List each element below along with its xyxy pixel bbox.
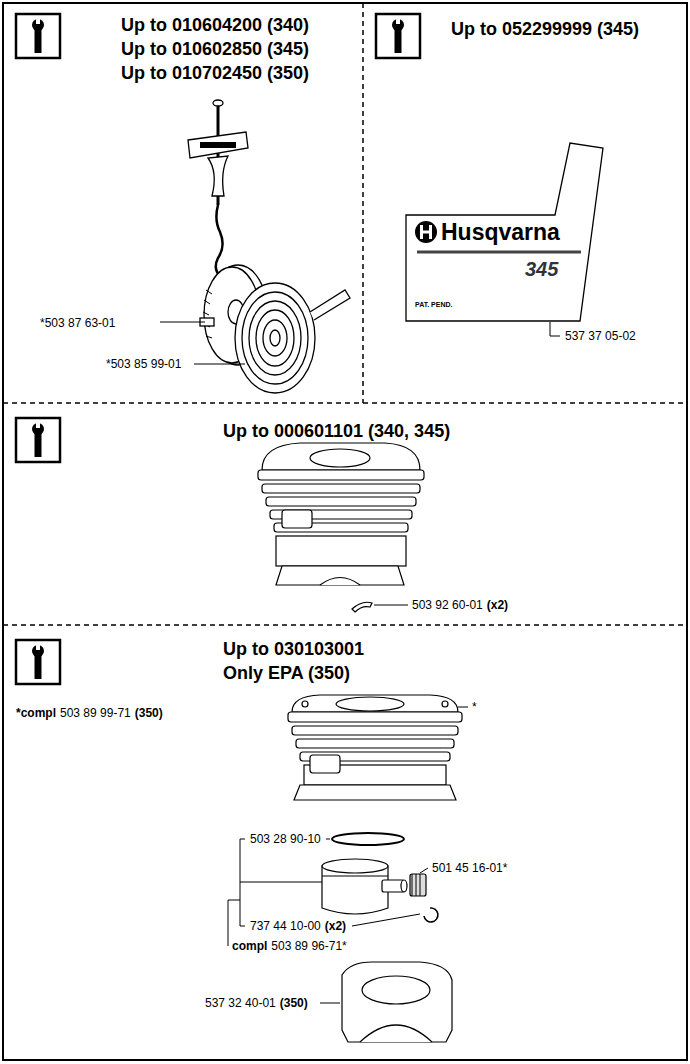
wrench-icon <box>16 418 60 462</box>
starter-drawing <box>160 100 350 393</box>
leader-line <box>550 322 560 336</box>
part-number: 537 37 05-02 <box>565 329 636 343</box>
part-number: 537 32 40-01 <box>205 996 276 1010</box>
cylinder-drawing <box>258 443 424 612</box>
part-number: *compl <box>16 706 56 720</box>
wrench-icon <box>376 14 420 58</box>
part-number: 737 44 10-00 <box>250 919 321 933</box>
serial-heading: Up to 010602850 (345) <box>121 37 309 61</box>
label-row: 537 37 05-02 <box>565 329 636 343</box>
serial-heading: Up to 030103001 <box>223 637 364 661</box>
part-number: compl <box>232 939 267 953</box>
part-number: 501 45 16-01* <box>432 861 507 875</box>
serial-heading: Up to 052299999 (345) <box>451 17 639 41</box>
revision-panel: Up to 052299999 (345) Husqvarna 345PAT. PE… <box>363 3 687 403</box>
part-number: (x2) <box>325 919 346 933</box>
serial-heading: Up to 000601101 (340, 345) <box>223 419 450 443</box>
service-icons <box>16 14 420 684</box>
part-number: * <box>472 700 477 714</box>
revision-panel: Up to 000601101 (340, 345) <box>3 403 687 625</box>
label-row: compl 503 89 96-71* <box>232 939 347 953</box>
part-number: 503 92 60-01 <box>412 598 483 612</box>
revision-panel: Up to 030103001Only EPA (350) <box>3 625 687 1060</box>
label-row: *503 87 63-01 <box>40 316 115 330</box>
revision-panel: Up to 010604200 (340)Up to 010602850 (34… <box>3 3 363 403</box>
wrench-icon <box>16 640 60 684</box>
label-row: 737 44 10-00 (x2) <box>250 919 346 933</box>
divider <box>3 402 687 404</box>
heading-block: Up to 030103001Only EPA (350) <box>223 637 364 685</box>
part-number: *503 85 99-01 <box>106 357 181 371</box>
model-number: 345 <box>525 258 558 280</box>
wrench-icon <box>16 14 60 58</box>
divider <box>362 3 364 403</box>
label-row: * <box>472 700 477 714</box>
part-number: 503 89 96-71* <box>271 939 346 953</box>
serial-heading: Up to 010604200 (340) <box>121 13 309 37</box>
serial-heading: Only EPA (350) <box>223 661 364 685</box>
part-number: (x2) <box>487 598 508 612</box>
brand-name: Husqvarna <box>441 219 560 245</box>
part-number: *503 87 63-01 <box>40 316 115 330</box>
part-number: (350) <box>280 996 308 1010</box>
patent-note: PAT. PEND. <box>415 300 452 309</box>
label-row: 503 92 60-01 (x2) <box>412 598 508 612</box>
label-row: 537 32 40-01 (350) <box>205 996 308 1010</box>
label-row: 501 45 16-01* <box>432 861 507 875</box>
part-number: 503 28 90-10 <box>250 832 321 846</box>
outer-frame <box>3 3 687 1060</box>
divider <box>3 624 687 626</box>
label-row: *compl 503 89 99-71 (350) <box>16 706 163 720</box>
part-number: 503 89 99-71 <box>60 706 131 720</box>
heading-block: Up to 010604200 (340)Up to 010602850 (34… <box>121 13 309 85</box>
part-number: (350) <box>135 706 163 720</box>
label-row: 503 28 90-10 <box>250 832 321 846</box>
heading-block: Up to 052299999 (345) <box>451 17 639 41</box>
serial-heading: Up to 010702450 (350) <box>121 61 309 85</box>
heading-block: Up to 000601101 (340, 345) <box>223 419 450 443</box>
decal-shape: Husqvarna 345PAT. PEND. <box>405 140 605 323</box>
label-row: *503 85 99-01 <box>106 357 181 371</box>
